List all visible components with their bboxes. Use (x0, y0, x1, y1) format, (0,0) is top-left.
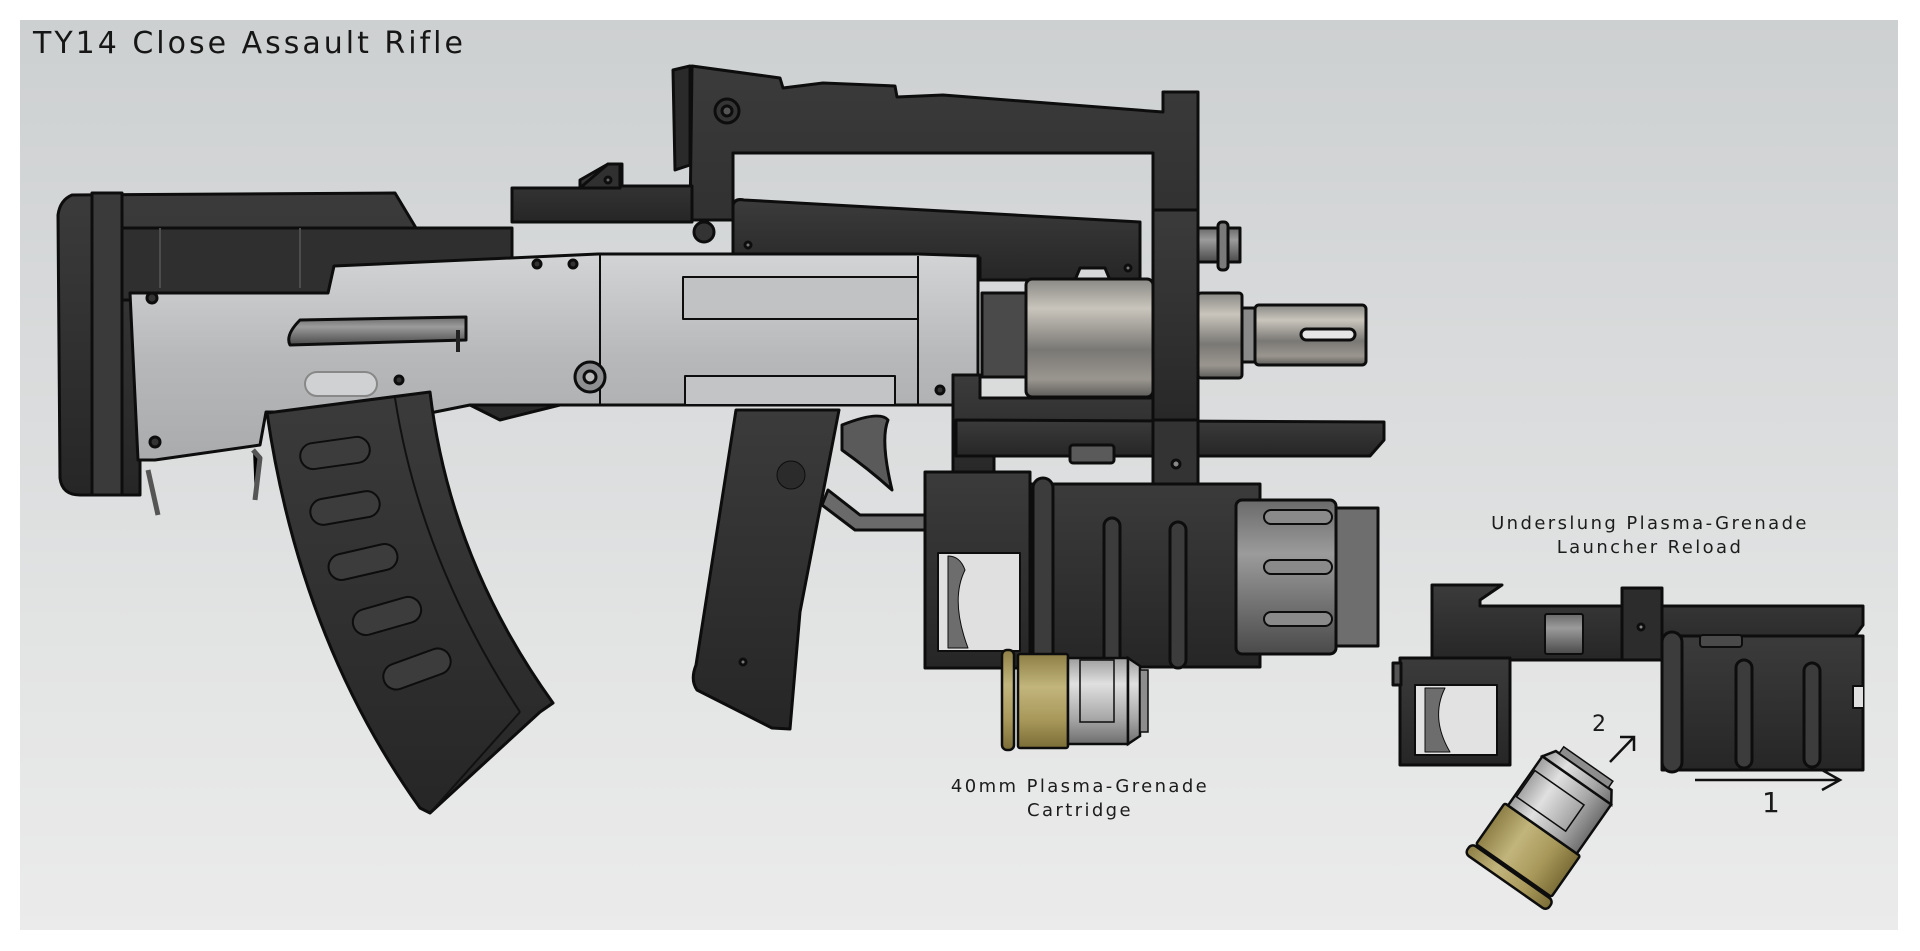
reload-diagram (1391, 583, 1865, 774)
muzzle-slot (1299, 327, 1357, 342)
muzzle-block (1196, 291, 1244, 380)
pre-barrel (980, 291, 1028, 379)
step-1-label: 1 (1762, 786, 1780, 819)
reload-caption-line1: Underslung Plasma-Grenade (1491, 513, 1809, 534)
step-2-label: 2 (1592, 712, 1606, 737)
rail-screw (692, 220, 716, 244)
bolt-slot (304, 371, 378, 397)
cartridge-case (1016, 652, 1070, 750)
reload-caption: Underslung Plasma-Grenade Launcher Reloa… (1460, 512, 1840, 560)
receiver-panel-lower (684, 375, 896, 406)
trigger-guard (820, 488, 927, 532)
cartridge-caption-line1: 40mm Plasma-Grenade (950, 776, 1210, 797)
arrow-step-2 (1609, 735, 1636, 763)
receiver-panel-upper (682, 276, 919, 320)
reload-barrel (1660, 634, 1865, 772)
ejection-port (287, 315, 468, 347)
pistol-grip (691, 408, 841, 731)
buttpad (90, 191, 124, 497)
carry-handle-front-lip (671, 64, 692, 172)
reload-cartridge (1465, 745, 1614, 910)
launcher-tube (1028, 482, 1262, 669)
barrel (1024, 277, 1155, 399)
front-post (1151, 208, 1200, 442)
magazine-ribs (299, 435, 452, 691)
sheet-title: TY14 Close Assault Rifle (33, 26, 466, 61)
handguard (731, 198, 1142, 282)
reload-caption-line2: Launcher Reload (1556, 537, 1744, 558)
upper-rail (510, 162, 694, 224)
carry-handle (688, 64, 1200, 382)
cartridge-rim (1000, 648, 1016, 752)
cartridge-caption: 40mm Plasma-Grenade Cartridge (915, 775, 1245, 823)
trigger (840, 414, 894, 492)
cartridge-caption-line2: Cartridge (1027, 800, 1133, 821)
cartridge-projectile (1066, 656, 1130, 746)
launcher-mount-post (1151, 418, 1200, 487)
gas-pin (1216, 220, 1230, 272)
cartridge-illustration (1000, 648, 1149, 752)
step-arrows (1609, 735, 1843, 792)
arrow-step-1 (1695, 768, 1843, 792)
rifle (56, 64, 1386, 815)
